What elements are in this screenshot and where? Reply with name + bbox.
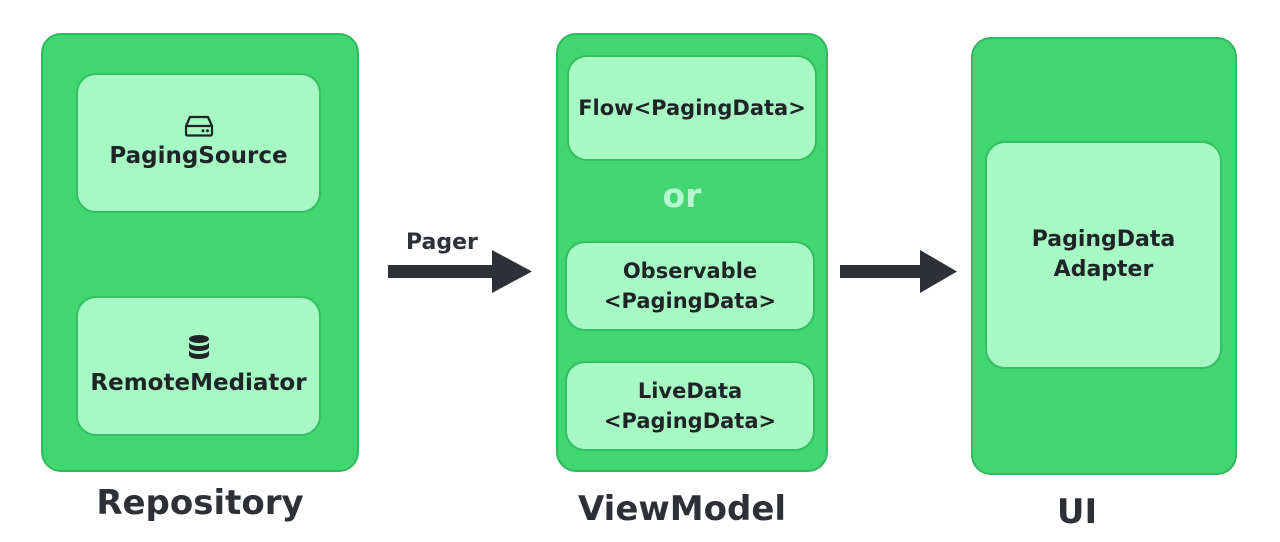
remote-mediator-label: RemoteMediator — [90, 370, 307, 396]
observable-label-line1: Observable — [622, 259, 758, 283]
flow-paging-data-card: Flow<PagingData> — [567, 55, 817, 161]
remote-mediator-card: RemoteMediator — [76, 296, 321, 436]
repository-title: Repository — [96, 483, 304, 523]
or-separator: or — [662, 176, 702, 215]
paging-data-adapter-line2: Adapter — [1053, 257, 1154, 282]
paging-data-adapter-line1: PagingData — [1031, 227, 1176, 252]
observable-label-line2: <PagingData> — [603, 289, 777, 313]
livedata-label-line1: LiveData — [637, 379, 743, 403]
ui-title: UI — [1056, 492, 1098, 532]
database-icon — [188, 335, 209, 359]
observable-paging-data-card: Observable <PagingData> — [565, 241, 815, 331]
viewmodel-to-ui-arrow — [840, 250, 957, 293]
paging-source-card: PagingSource — [76, 73, 321, 213]
livedata-paging-data-card: LiveData <PagingData> — [565, 361, 815, 451]
pager-edge-label: Pager — [406, 230, 478, 255]
viewmodel-title: ViewModel — [577, 489, 787, 529]
paging-data-adapter-card: PagingData Adapter — [985, 141, 1222, 369]
paging-source-label: PagingSource — [109, 143, 288, 169]
flow-paging-data-label: Flow<PagingData> — [578, 96, 806, 120]
livedata-label-line2: <PagingData> — [603, 409, 777, 433]
pager-arrow — [388, 250, 532, 293]
hard-drive-icon — [184, 115, 213, 137]
